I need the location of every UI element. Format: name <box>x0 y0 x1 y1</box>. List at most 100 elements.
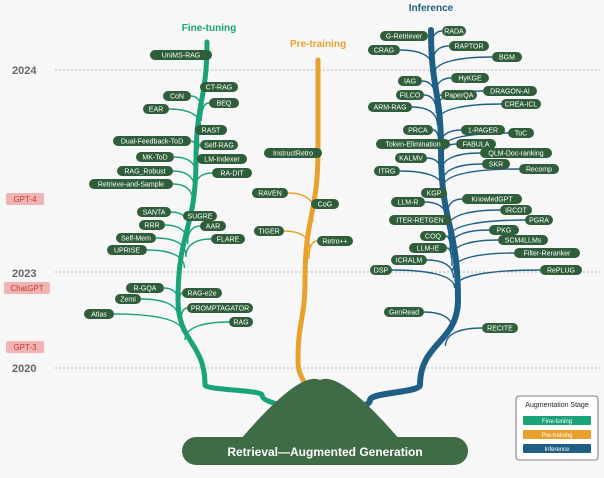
branch-connector <box>172 183 194 203</box>
method-node <box>200 82 238 92</box>
method-label: FLARE <box>217 236 240 243</box>
milestone-label: ChatGPT <box>10 284 43 293</box>
method-label: AAR <box>206 223 220 230</box>
branch-connector <box>451 252 515 272</box>
root-base <box>240 378 400 440</box>
method-label: MK-ToD <box>142 154 167 161</box>
method-label: RePLUG <box>547 267 575 274</box>
method-label: FILCO <box>400 92 421 99</box>
branch-connector <box>447 209 501 229</box>
method-node <box>150 50 212 60</box>
year-label: 2023 <box>12 268 36 280</box>
method-label: ToC <box>515 130 527 137</box>
method-label: ITER-RETGEN <box>396 217 443 224</box>
branch-connector <box>448 219 526 239</box>
nodes: UniMS-RAGCT-RAGCoNBEQEARRASTDual-Feedbac… <box>84 26 582 333</box>
method-node <box>370 265 392 275</box>
method-node <box>368 102 412 112</box>
method-node <box>182 288 222 298</box>
legend: Augmentation Stage Fine-tuning Pre-train… <box>515 395 599 461</box>
method-label: COQ <box>425 233 442 240</box>
branch-connector <box>186 225 201 245</box>
method-node <box>139 220 165 230</box>
method-node <box>229 317 253 327</box>
branch-connector <box>168 108 202 128</box>
method-label: CT-RAG <box>206 84 232 91</box>
method-label: Dual-Feedback-ToD <box>121 138 183 145</box>
milestone-label: GPT-4 <box>13 195 37 204</box>
trunk-inference <box>335 27 462 421</box>
branch-connector <box>444 327 483 347</box>
method-node <box>456 139 496 149</box>
method-label: PKG <box>497 227 512 234</box>
method-node <box>461 125 505 135</box>
method-node <box>115 294 141 304</box>
branch-connector <box>184 321 230 341</box>
method-label: RA-DIT <box>220 170 244 177</box>
milestone-badge <box>6 193 44 205</box>
branch-connector <box>399 170 445 190</box>
root-banner <box>182 437 468 465</box>
method-label: KnowledGPT <box>471 196 513 203</box>
method-label: PaperQA <box>445 92 474 99</box>
method-node <box>483 86 537 96</box>
method-label: SCM4LLMs <box>505 237 542 244</box>
branch-connector <box>179 307 188 327</box>
method-node <box>183 211 217 221</box>
branch-connector <box>146 249 186 269</box>
method-label: Token-Elimination <box>385 141 440 148</box>
trunk-pre-training <box>295 57 321 421</box>
branch-connector <box>435 94 442 114</box>
method-node <box>211 234 245 244</box>
branch-connector <box>113 313 184 333</box>
branch-connector <box>195 158 198 178</box>
method-label: Recomp <box>526 166 552 173</box>
method-node <box>380 31 428 41</box>
method-label: ARM-RAG <box>373 104 406 111</box>
method-label: KALMV <box>399 155 423 162</box>
method-node <box>514 248 580 258</box>
method-node <box>126 283 164 293</box>
method-node <box>525 215 553 225</box>
method-node <box>113 136 191 146</box>
method-label: RAG-e2e <box>187 290 216 297</box>
method-label: RAG <box>233 319 248 326</box>
branch-connector <box>178 292 183 312</box>
branch-connector <box>391 269 456 289</box>
method-label: BGM <box>499 54 515 61</box>
method-node <box>200 221 226 231</box>
method-label: RADA <box>444 28 464 35</box>
branch-connector <box>426 259 455 279</box>
method-label: EAR <box>149 106 163 113</box>
method-label: BEQ <box>217 100 232 107</box>
method-node <box>391 197 425 207</box>
legend-title: Augmentation Stage <box>525 402 589 409</box>
method-node <box>441 90 477 100</box>
method-label: RAG_Robust <box>124 168 165 175</box>
branch-connector <box>453 269 541 289</box>
branch-connector <box>173 156 197 176</box>
stage-title-pre-training: Pre-training <box>290 39 346 50</box>
method-node <box>480 148 552 158</box>
method-node <box>420 231 446 241</box>
method-node <box>501 99 541 109</box>
method-node <box>489 225 519 235</box>
method-label: IAG <box>404 78 416 85</box>
method-node <box>508 128 534 138</box>
legend-swatch-fine-tuning <box>523 416 591 425</box>
method-label: PRCA <box>408 127 428 134</box>
method-node <box>421 188 447 198</box>
method-label: UniMS-RAG <box>162 52 201 59</box>
method-node <box>396 90 424 100</box>
method-label: SANTA <box>143 209 166 216</box>
method-node <box>197 154 247 164</box>
method-label: UPRISE <box>114 247 140 254</box>
root-label: Retrieval—Augmented Generation <box>227 445 422 459</box>
method-label: ICRALM <box>396 257 423 264</box>
method-node <box>482 159 510 169</box>
method-label: PGRA <box>529 217 549 224</box>
method-node <box>398 76 422 86</box>
method-node <box>442 26 466 36</box>
